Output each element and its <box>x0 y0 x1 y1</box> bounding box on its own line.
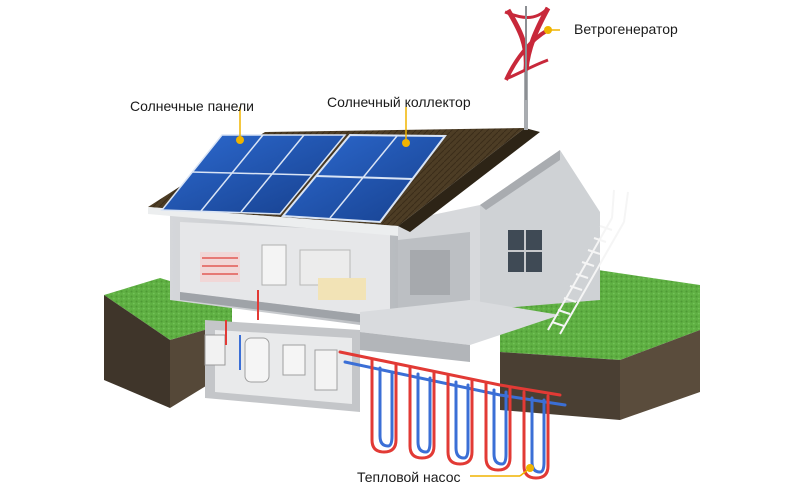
callout-dot-heat-pump <box>526 464 534 472</box>
solar-panels <box>160 134 347 215</box>
callout-dot-wind <box>544 26 552 34</box>
label-wind-generator: Ветрогенератор <box>574 21 678 37</box>
label-heat-pump: Тепловой насос <box>357 469 461 485</box>
callouts <box>236 26 560 477</box>
staircase <box>547 189 629 335</box>
label-solar-panels: Солнечные панели <box>130 98 254 114</box>
label-solar-collector: Солнечный коллектор <box>327 94 471 110</box>
callout-dot-solar-collector <box>402 139 410 147</box>
callout-dot-solar-panels <box>236 136 244 144</box>
house-right-wing <box>360 150 600 362</box>
house-left-wing <box>170 210 398 330</box>
wind-turbine <box>504 6 551 130</box>
solar-collector <box>280 133 447 224</box>
heat-pump-loops <box>338 350 567 480</box>
basement <box>204 320 360 412</box>
